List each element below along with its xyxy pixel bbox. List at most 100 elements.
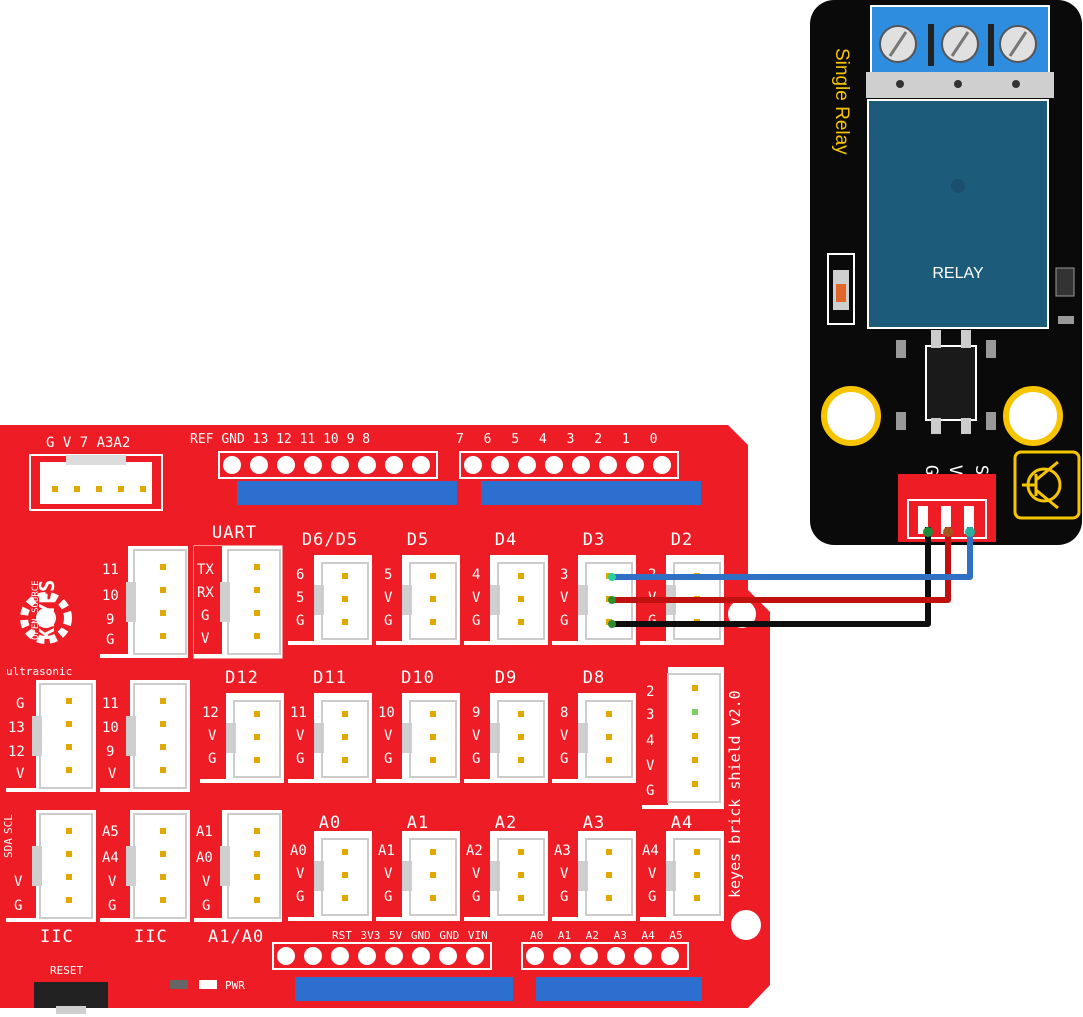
- port-pin-label: V: [472, 866, 481, 882]
- header-hole: [653, 456, 671, 474]
- pin-dot: [518, 573, 524, 579]
- pin-dot: [66, 828, 72, 834]
- header-hole: [304, 947, 322, 965]
- spi-pin: 11: [102, 562, 119, 578]
- ultra-pin: 12: [8, 744, 25, 760]
- pin-dot: [518, 711, 524, 717]
- ultra-pin: 13: [8, 720, 25, 736]
- pin-dot: [254, 711, 260, 717]
- header-hole: [358, 456, 376, 474]
- pin-dot: [254, 610, 260, 616]
- pin-dot: [518, 619, 524, 625]
- pin-dot: [160, 610, 166, 616]
- wire-end-icon: [923, 527, 933, 537]
- header-hole: [223, 456, 241, 474]
- pin-dot: [518, 895, 524, 901]
- port-pin-label: V: [384, 866, 393, 882]
- port-pin-label: G: [472, 613, 480, 629]
- port-title: D6/D5: [302, 530, 358, 550]
- pin-dot: [518, 734, 524, 740]
- port-pin-label: A3: [554, 843, 571, 859]
- iic1-pin-sda: SDA: [2, 838, 15, 858]
- pin-dot: [254, 587, 260, 593]
- pin-dot: [342, 757, 348, 763]
- dbig-pin: 4: [646, 733, 654, 749]
- pin-dot: [160, 874, 166, 880]
- port-pin-label: G: [560, 889, 568, 905]
- top-header-right-labels: 7 6 5 4 3 2 1 0: [456, 432, 657, 447]
- port-pin-label: V: [560, 590, 569, 606]
- pin-dot: [160, 828, 166, 834]
- pin-dot: [606, 872, 612, 878]
- pin-dot: [66, 897, 72, 903]
- pin-dot: [254, 828, 260, 834]
- pin-dot: [160, 897, 166, 903]
- pin-dot: [518, 596, 524, 602]
- pin-dot: [430, 849, 436, 855]
- pin-dot: [254, 897, 260, 903]
- wire-end-icon: [608, 573, 616, 581]
- blue-header-power: [295, 977, 513, 1001]
- four-pin-connectors: [32, 549, 281, 919]
- pin-dot: [694, 895, 700, 901]
- pin-dot: [606, 711, 612, 717]
- pin-dot: [66, 744, 72, 750]
- iic2-pin: V: [108, 874, 117, 890]
- power-header-labels: RST 3V3 5V GND GND VIN: [332, 929, 488, 942]
- uart-pin-tx: TX: [197, 562, 214, 578]
- port-pin-label: 6: [296, 567, 304, 583]
- reset-button[interactable]: [34, 982, 108, 1008]
- top-header-left: [218, 451, 438, 479]
- uart-pin-rx: RX: [197, 585, 214, 601]
- port-pin-label: G: [472, 751, 480, 767]
- spi2-pin: 11: [102, 696, 119, 712]
- pin-dot: [254, 757, 260, 763]
- port-pin-label: V: [296, 728, 305, 744]
- port-pin-label: 9: [472, 705, 480, 721]
- header-hole: [331, 456, 349, 474]
- wire-end-icon: [943, 527, 953, 537]
- header-hole: [626, 456, 644, 474]
- relay-pin-v: V: [945, 465, 965, 475]
- port-pin-label: V: [560, 866, 569, 882]
- a1a0-pin: V: [202, 874, 211, 890]
- relay-title: Single Relay: [831, 48, 852, 155]
- port-title: A4: [671, 813, 693, 833]
- port-pin-label: A4: [642, 843, 659, 859]
- pin-dot: [518, 872, 524, 878]
- blue-header-left: [237, 481, 457, 505]
- blue-header-right: [481, 481, 701, 505]
- port-pin-label: A0: [290, 843, 307, 859]
- port-pin-label: G: [296, 613, 304, 629]
- pin-dot: [606, 849, 612, 855]
- version-label: keyes brick shield v2.0: [726, 690, 744, 898]
- pwr-label: PWR: [225, 979, 245, 992]
- pin-dot: [254, 633, 260, 639]
- dbig-pin: 2: [646, 684, 654, 700]
- iic1-title: IIC: [40, 927, 74, 947]
- wire-end-icon: [608, 620, 616, 628]
- iic2-pin: A4: [102, 850, 119, 866]
- pin-dot: [160, 744, 166, 750]
- pin-dot: [518, 849, 524, 855]
- dbig-pin: G: [646, 783, 654, 799]
- pin-dot: [606, 757, 612, 763]
- a1a0-title: A1/A0: [208, 927, 264, 947]
- header-hole: [661, 947, 679, 965]
- port-title: D10: [401, 668, 435, 688]
- pin-dot: [342, 573, 348, 579]
- wire-end-icon: [608, 596, 616, 604]
